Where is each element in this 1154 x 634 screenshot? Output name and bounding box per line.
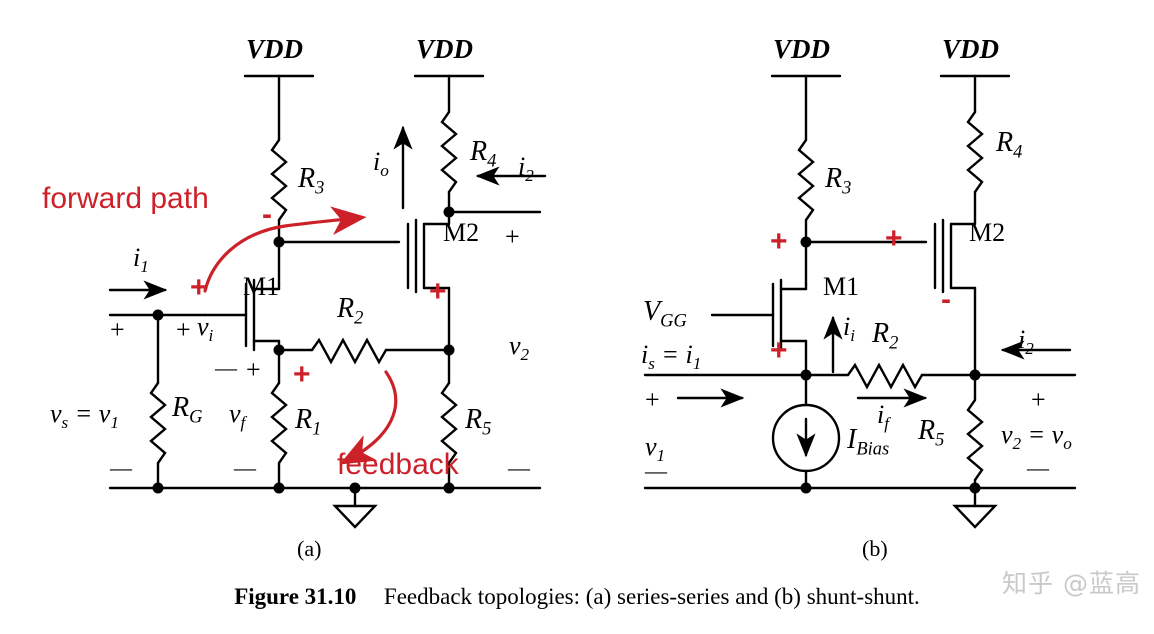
device-label-m2-b: M2 — [969, 218, 1006, 247]
current-label-if-b: if — [877, 400, 890, 434]
panel-label-a: (a) — [297, 536, 322, 561]
polarity-vs-minus-a: — — [110, 455, 132, 480]
resistor-label-r1-a: R1 — [295, 404, 322, 439]
polarity-v2-plus-a: + — [505, 222, 520, 251]
panel-a-wires — [108, 74, 547, 529]
device-label-m1-a: M1 — [243, 272, 280, 301]
polarity-gate-plus-red-b: + — [885, 222, 903, 255]
resistor-label-r4-a: R4 — [470, 136, 497, 171]
forward-path-arrow — [203, 206, 367, 293]
panel-b-wires — [643, 74, 1077, 529]
resistor-label-r5-b: R5 — [918, 415, 945, 450]
vdd-label-a-left: VDD — [246, 34, 304, 64]
polarity-source-plus-red-b: + — [770, 334, 788, 367]
polarity-v1-minus-b: — — [645, 458, 667, 483]
polarity-m2-minus-red-b: - — [941, 283, 951, 316]
feedback-annotation: feedback — [337, 448, 459, 481]
panel-label-b: (b) — [862, 536, 888, 561]
resistor-label-r2-a: R2 — [337, 293, 364, 328]
resistor-label-rg-a: RG — [172, 392, 203, 427]
figure-caption: Figure 31.10 Feedback topologies: (a) se… — [0, 584, 1154, 610]
polarity-vf-minus-a: — — [234, 455, 256, 480]
voltage-label-v2-a: v2 — [509, 331, 530, 365]
polarity-gate-plus-red-a: + — [190, 271, 208, 304]
voltage-label-vf-a: vf — [229, 399, 246, 433]
current-label-is-i1-b: is = i1 — [641, 340, 702, 374]
resistor-label-r2-b: R2 — [872, 318, 899, 353]
device-label-m1-b: M1 — [823, 272, 860, 301]
polarity-vi-plus-a: + — [176, 315, 191, 344]
polarity-v2-plus-b: + — [1031, 385, 1046, 414]
vdd-label-a-right: VDD — [416, 34, 474, 64]
current-label-i2-a: i2 — [518, 152, 534, 186]
polarity-v2-minus-a: — — [508, 455, 530, 480]
figure-caption-text: Feedback topologies: (a) series-series a… — [383, 584, 920, 609]
vdd-label-b-left: VDD — [773, 34, 831, 64]
polarity-drain-plus-red-b: + — [770, 225, 788, 258]
voltage-label-vi-a: vi — [197, 312, 214, 346]
resistor-label-r4-b: R4 — [996, 127, 1023, 162]
resistor-label-r5-a: R5 — [465, 404, 492, 439]
zhihu-watermark: 知乎 @蓝高 — [1002, 569, 1141, 598]
source-label-vgg-b: VGG — [643, 296, 687, 331]
source-label-ibias-b: IBias — [847, 424, 890, 459]
polarity-vf-plus-a: + — [246, 355, 261, 384]
voltage-label-v2-vo-b: v2 = vo — [1001, 420, 1072, 454]
polarity-v2-minus-b: — — [1027, 455, 1049, 480]
figure-number: Figure 31.10 — [234, 584, 357, 609]
polarity-r1-plus-red-a: + — [293, 358, 311, 391]
current-label-i2-b: i2 — [1018, 325, 1034, 359]
current-label-io-a: io — [373, 147, 389, 181]
vdd-label-b-right: VDD — [942, 34, 1000, 64]
forward-path-annotation: forward path — [42, 182, 209, 215]
polarity-v1-plus-b: + — [645, 385, 660, 414]
voltage-label-v1-b: v1 — [645, 432, 666, 466]
polarity-m2-source-plus-red-a: + — [429, 275, 447, 308]
current-label-ii-b: ii — [843, 312, 856, 346]
polarity-vi-minus-a: — — [215, 355, 237, 380]
feedback-arrow — [339, 370, 398, 465]
polarity-vs-plus-a: + — [110, 315, 125, 344]
resistor-label-r3-a: R3 — [298, 163, 325, 198]
voltage-label-vs-v1-a: vs = v1 — [50, 399, 119, 433]
device-label-m2-a: M2 — [443, 218, 480, 247]
resistor-label-r3-b: R3 — [825, 163, 852, 198]
current-label-i1-a: i1 — [133, 243, 149, 277]
polarity-drain-minus-red-a: - — [262, 198, 272, 231]
